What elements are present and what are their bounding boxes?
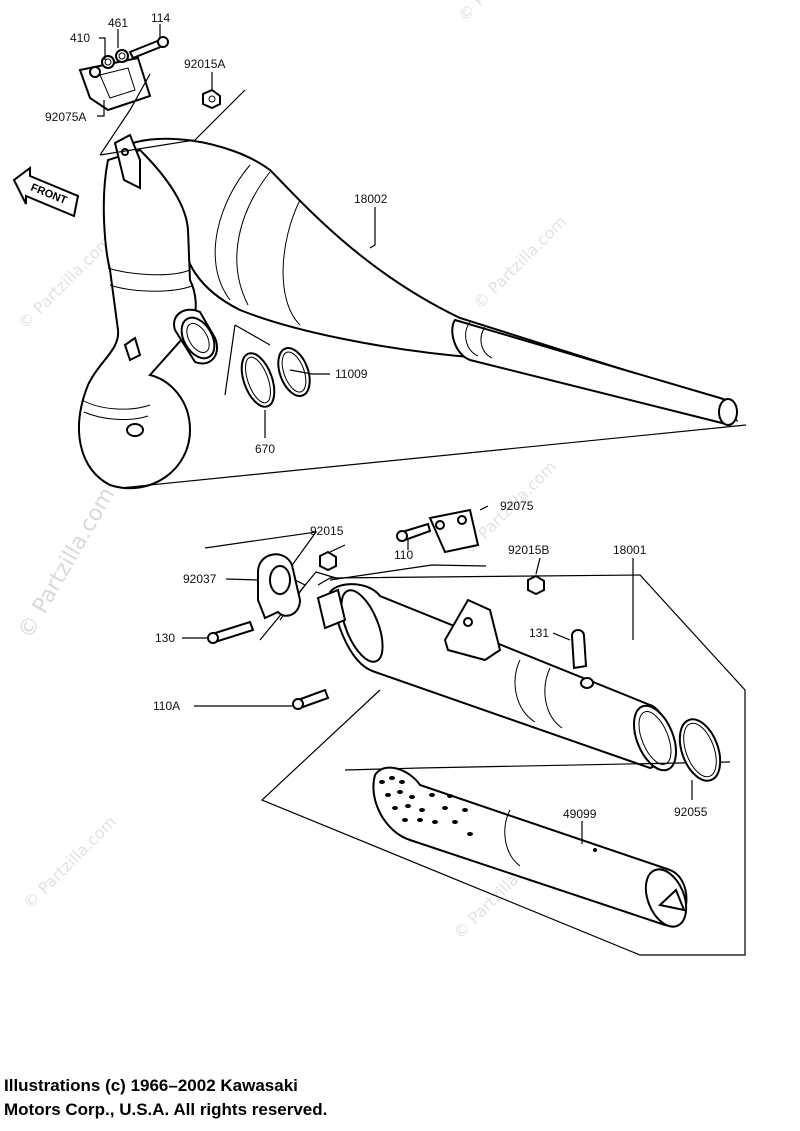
label-114: 114 bbox=[151, 11, 170, 25]
assembly-frame bbox=[119, 424, 747, 956]
silencer bbox=[316, 583, 677, 772]
front-arrow-icon: FRONT bbox=[12, 166, 80, 218]
bracket-92075A bbox=[78, 36, 221, 112]
watermark-left-upper: © Partzilla.com bbox=[14, 232, 115, 333]
label-92015: 92015 bbox=[310, 524, 344, 538]
leader-lines bbox=[97, 24, 693, 844]
label-49099: 49099 bbox=[563, 807, 597, 821]
gaskets bbox=[240, 347, 311, 408]
watermark-mid-right: © Partzilla.com bbox=[469, 212, 570, 313]
watermark-large: © Partzilla.com bbox=[14, 483, 121, 643]
label-92037: 92037 bbox=[183, 572, 217, 586]
watermark-left-lower: © Partzilla.com bbox=[19, 812, 120, 913]
copyright-line-1: Illustrations (c) 1966–2002 Kawasaki bbox=[4, 1076, 298, 1095]
label-110: 110 bbox=[394, 548, 413, 562]
label-92015B: 92015B bbox=[508, 543, 549, 557]
label-18001: 18001 bbox=[613, 543, 647, 557]
watermark-top-right: © Partzilla.com bbox=[454, 0, 555, 25]
label-92055: 92055 bbox=[674, 805, 708, 819]
part-labels: 114 461 410 92015A 92075A 18002 11009 67… bbox=[45, 11, 708, 821]
expansion-chamber bbox=[78, 133, 739, 490]
label-18002: 18002 bbox=[354, 192, 388, 206]
clamp-92037 bbox=[207, 508, 588, 710]
inner-pipe-49099 bbox=[372, 766, 688, 928]
label-92015A: 92015A bbox=[184, 57, 225, 71]
label-461: 461 bbox=[108, 16, 128, 30]
label-92075A: 92075A bbox=[45, 110, 86, 124]
label-670: 670 bbox=[255, 442, 275, 456]
label-11009: 11009 bbox=[335, 367, 368, 381]
label-110A: 110A bbox=[153, 699, 180, 713]
copyright-line-2: Motors Corp., U.S.A. All rights reserved… bbox=[4, 1100, 328, 1119]
label-92075: 92075 bbox=[500, 499, 534, 513]
ring-92055 bbox=[678, 718, 722, 782]
label-131: 131 bbox=[529, 626, 549, 640]
label-410: 410 bbox=[70, 31, 90, 45]
label-130: 130 bbox=[155, 631, 175, 645]
